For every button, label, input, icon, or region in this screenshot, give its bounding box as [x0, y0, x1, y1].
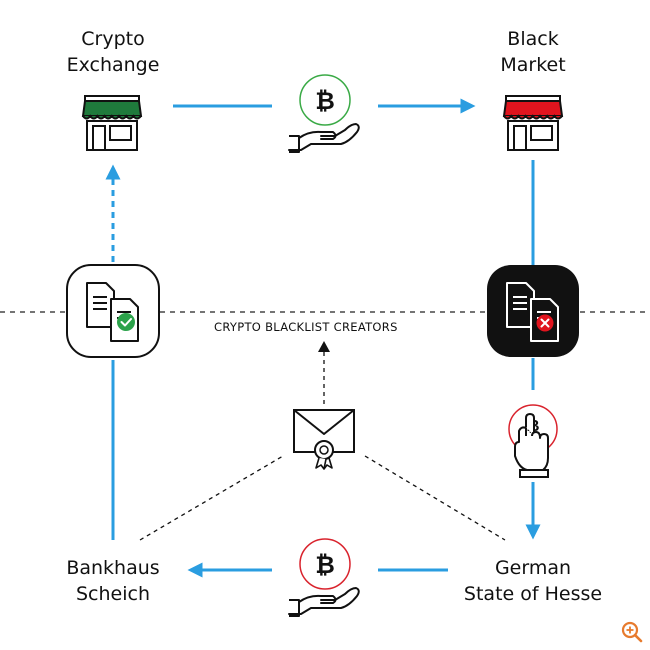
envelope-connectors [139, 352, 506, 541]
connectors [105, 98, 541, 578]
svg-text:₿: ₿ [315, 551, 335, 579]
bankhaus-line1: Bankhaus [66, 557, 160, 579]
hesse-line1: German [494, 557, 572, 579]
hand-holding-bitcoin-icon-bottom: ₿ [288, 538, 360, 617]
hand-pressing-bitcoin-icon: ₿ [508, 404, 558, 478]
bankhaus-scheich-label: Bankhaus Scheich [38, 555, 188, 607]
bankhaus-line2: Scheich [75, 583, 150, 605]
envelope-up-arrowhead [318, 341, 330, 352]
certificate-envelope-icon [293, 409, 355, 470]
hand-holding-bitcoin-icon-top: ₿ [288, 74, 360, 153]
crypto-exchange-line1: Crypto [81, 28, 145, 50]
crypto-exchange-line2: Exchange [66, 54, 160, 76]
hesse-line2: State of Hesse [463, 583, 603, 605]
black-market-line2: Market [500, 54, 566, 76]
svg-text:₿: ₿ [315, 87, 335, 115]
green-awning-store-icon [81, 95, 143, 151]
black-market-label: Black Market [458, 26, 608, 78]
red-awning-store-icon [502, 95, 564, 151]
german-state-of-hesse-label: German State of Hesse [448, 555, 618, 607]
crypto-blacklist-creators-label: CRYPTO BLACKLIST CREATORS [214, 320, 398, 334]
documents-x-icon [487, 265, 579, 357]
documents-checkmark-icon [66, 264, 160, 358]
black-market-line1: Black [507, 28, 559, 50]
zoom-in-icon [621, 621, 643, 643]
crypto-exchange-label: Crypto Exchange [38, 26, 188, 78]
